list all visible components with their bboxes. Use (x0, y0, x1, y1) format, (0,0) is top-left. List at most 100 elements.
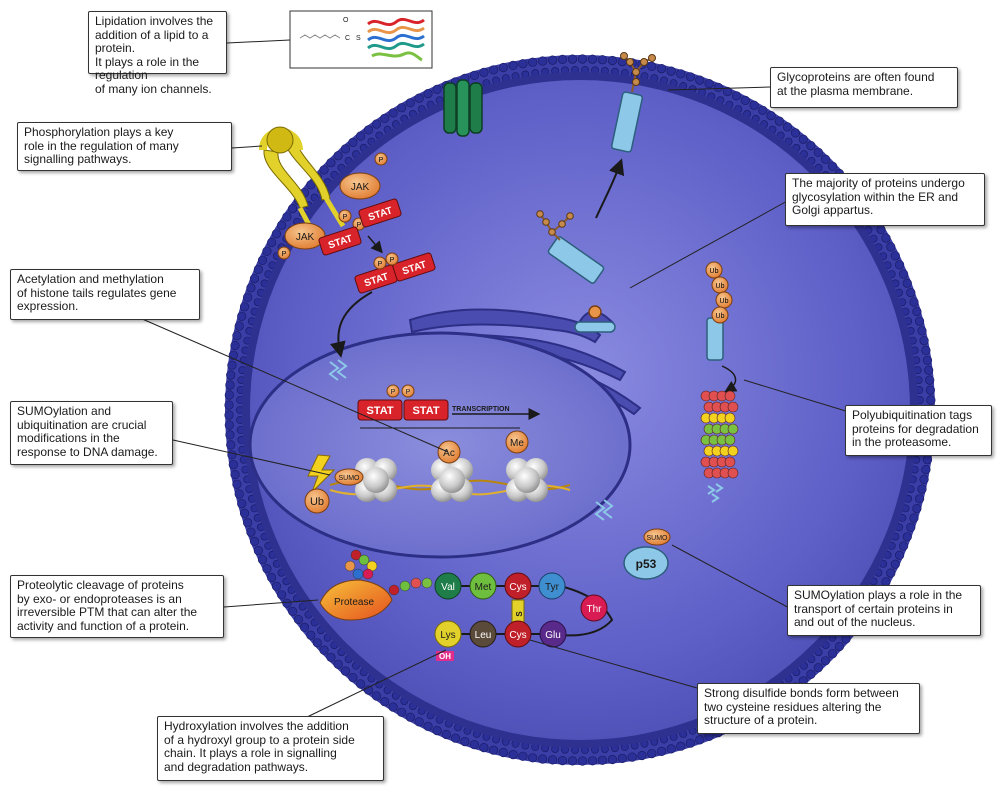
lipid-head (925, 375, 935, 385)
lipid-head (423, 88, 433, 99)
proteasome-subunit (727, 445, 739, 457)
lipid-head (319, 645, 329, 655)
lipid-head (228, 460, 238, 470)
lipid-head (380, 113, 390, 123)
lipid-head (557, 755, 568, 766)
lipid-head (766, 110, 776, 121)
lipid-head (906, 288, 916, 298)
lipid-head (271, 581, 282, 591)
svg-text:Lys: Lys (440, 630, 455, 641)
lipid-head (226, 440, 236, 450)
chromatin (329, 458, 571, 502)
lipid-head (656, 63, 667, 74)
svg-text:Tyr: Tyr (545, 582, 560, 593)
lipid-head (489, 65, 499, 75)
lipid-head (577, 756, 588, 766)
peptide-bead (362, 568, 374, 580)
callout-hydroxylation: Hydroxylation involves the addition of a… (157, 716, 384, 781)
svg-text:Ub: Ub (710, 268, 719, 275)
lipid-head (262, 564, 272, 574)
lipid-head (894, 550, 905, 560)
aa-tyr: Tyr (538, 572, 566, 600)
protease: Protease (319, 579, 393, 621)
aa-cys-top: Cys (504, 572, 532, 600)
lipid-head (666, 744, 676, 754)
nuclear-pore (328, 359, 614, 521)
lipid-head (230, 340, 240, 351)
lipid-head (813, 147, 823, 157)
lipid-head (348, 672, 358, 683)
lipid-head (894, 260, 905, 270)
svg-text:Ub: Ub (720, 298, 729, 305)
lipid-head (597, 55, 608, 65)
lipid-head (288, 606, 298, 617)
lipid-head (326, 652, 336, 662)
lipid-head (508, 749, 518, 760)
lipid-head (647, 748, 657, 759)
aa-lys: Lys (434, 620, 462, 648)
lipid-head (277, 590, 287, 600)
peptide-bead (399, 580, 411, 592)
lipid-head (356, 131, 366, 141)
lipid-head (637, 750, 647, 761)
lipid-head (749, 100, 759, 110)
lipidation-inset: O C S (289, 10, 433, 69)
lipid-head (319, 165, 329, 175)
lipid-head (312, 638, 322, 648)
lipid-head (288, 204, 298, 214)
lipid-head (237, 499, 247, 509)
svg-text:OH: OH (439, 652, 451, 661)
lipid-head (239, 508, 250, 518)
lipid-head (922, 355, 933, 365)
translocation-arrow (329, 291, 373, 358)
lipid-head (731, 91, 742, 101)
lipid-head (827, 161, 838, 171)
lipid-head (820, 656, 831, 666)
lipid-head (607, 55, 618, 66)
lipid-head (676, 69, 686, 79)
lipid-head (782, 122, 793, 132)
lipid-head (340, 144, 351, 154)
lipid-head (423, 721, 433, 732)
lipid-head (246, 283, 256, 293)
lipid-head (827, 649, 838, 659)
lipid-head (224, 390, 234, 400)
lipid-head (249, 536, 260, 547)
lipid-head (922, 455, 933, 465)
lipid-head (881, 233, 891, 243)
callout-phosphorylation: Phosphorylation plays a key role in the … (17, 122, 232, 171)
lipid-head (886, 568, 896, 578)
stat-dimer-nucleus: STAT STAT P P (357, 384, 449, 421)
lipid-head (713, 82, 723, 92)
lipid-head (262, 246, 272, 256)
lipid-head (656, 746, 667, 757)
svg-text:Ub: Ub (716, 313, 725, 320)
lipid-head (333, 659, 343, 669)
lipid-head (740, 95, 750, 105)
lipid-head (257, 555, 268, 565)
aa-leu: Leu (469, 620, 497, 648)
transcription-label: TRANSCRIPTION (452, 406, 510, 413)
lipid-head (243, 518, 253, 528)
callout-disulfide: Strong disulfide bonds form between two … (697, 683, 920, 734)
proteasome-subunit (727, 423, 739, 435)
lipid-head (299, 622, 310, 633)
lipid-head (722, 86, 733, 97)
lipid-head (528, 57, 538, 67)
lipid-head (925, 385, 936, 395)
lipid-head (912, 503, 922, 514)
lipid-head (253, 264, 263, 275)
svg-text:S: S (356, 35, 361, 42)
lipid-head (460, 736, 470, 747)
svg-text:JAK: JAK (296, 232, 315, 243)
lipid-head (388, 702, 398, 712)
lipid-head (371, 691, 382, 701)
lipid-head (617, 753, 627, 764)
lipid-head (876, 224, 886, 235)
callout-sumoylation-transport: SUMOylation plays a role in the transpor… (787, 585, 981, 636)
stat-protein: STAT (358, 198, 402, 228)
lipid-head (919, 474, 929, 485)
callout-sumoylation-dna: SUMOylation and ubiquitination are cruci… (10, 401, 173, 465)
svg-text:C: C (345, 35, 350, 42)
lipid-head (414, 93, 424, 103)
